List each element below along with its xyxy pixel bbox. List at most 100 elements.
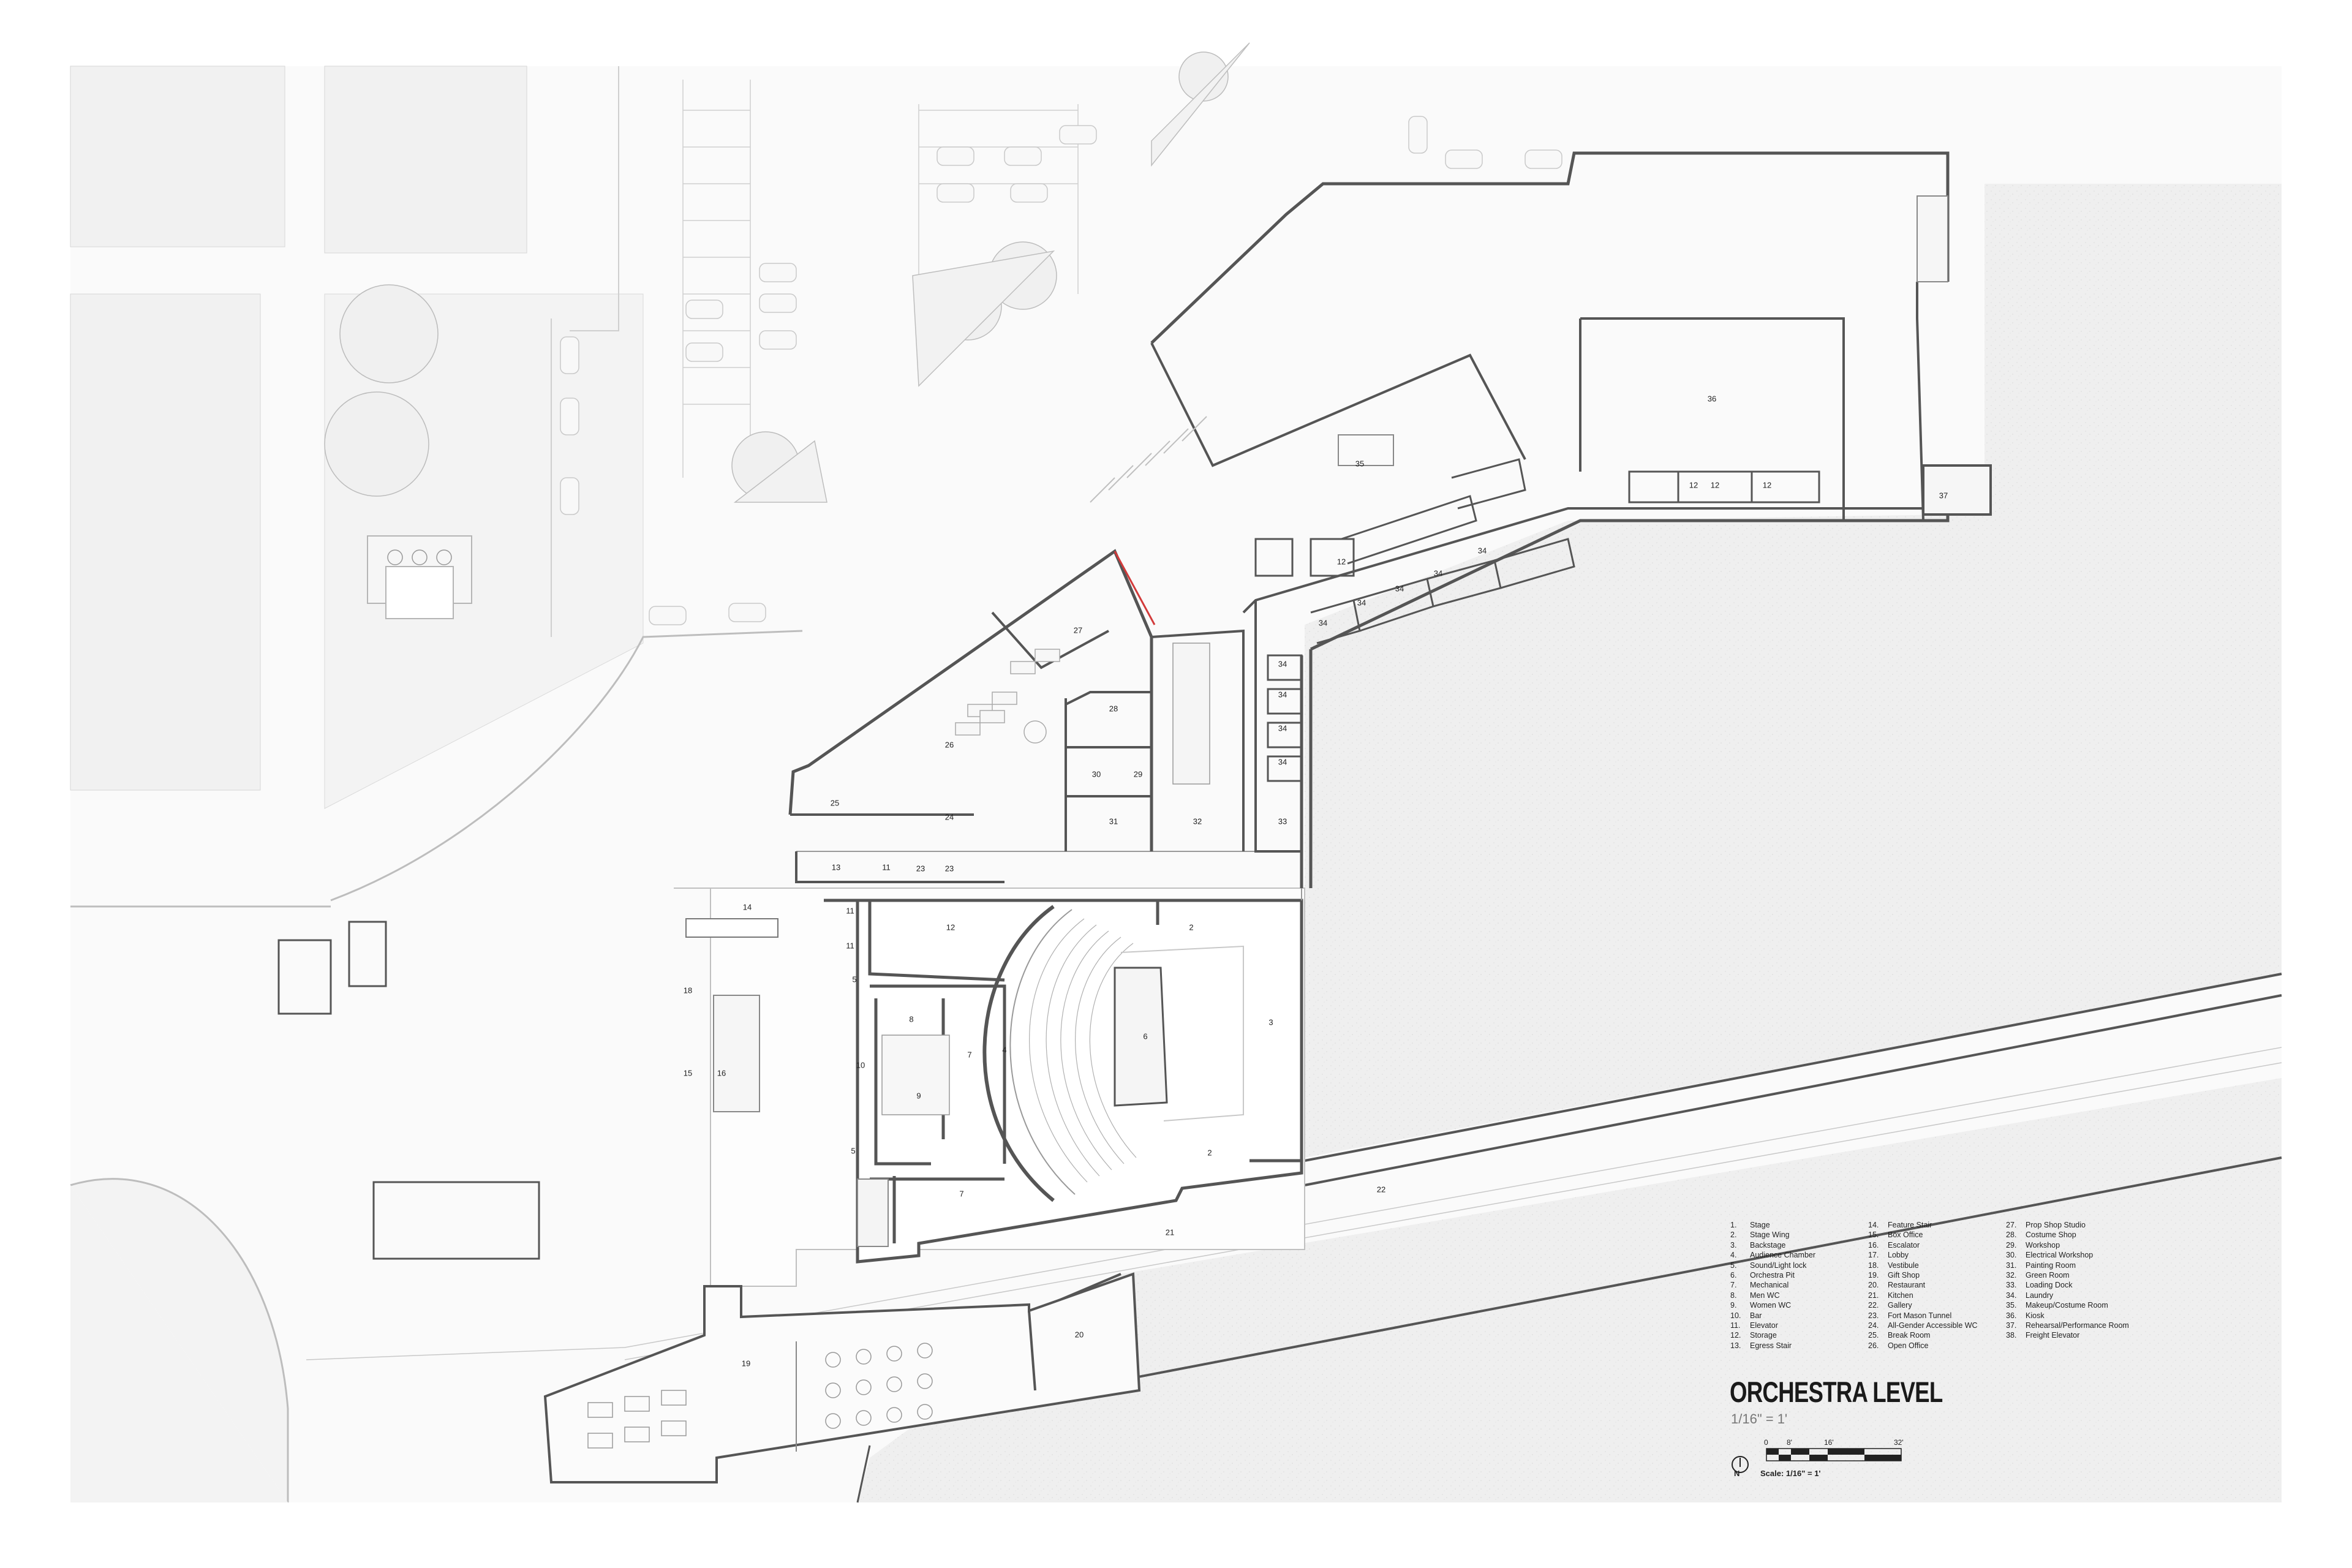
legend-item: 3.Backstage (1730, 1240, 1868, 1250)
room-tag-34f: 34 (1357, 598, 1366, 607)
legend-item-number: 11. (1730, 1321, 1741, 1330)
legend-item-name: All-Gender Accessible WC (1888, 1321, 1978, 1330)
legend-item-number: 9. (1730, 1301, 1737, 1310)
legend-item-number: 23. (1868, 1311, 1879, 1320)
legend-item-name: Stage Wing (1750, 1231, 1790, 1240)
legend-item: 37.Rehearsal/Performance Room (2006, 1321, 2165, 1330)
office-wing-outline (788, 549, 1153, 851)
legend-item: 21.Kitchen (1868, 1291, 2006, 1300)
green-room-walls (1151, 629, 1245, 851)
legend-item-name: Fort Mason Tunnel (1888, 1311, 1952, 1320)
legend-item-name: Gallery (1888, 1301, 1912, 1310)
room-tag-34i: 34 (1478, 546, 1487, 555)
legend-item-name: Freight Elevator (2026, 1331, 2080, 1340)
legend-item-number: 16. (1868, 1240, 1879, 1250)
room-tag-34g: 34 (1395, 584, 1404, 593)
legend-item: 5.Sound/Light lock (1730, 1261, 1868, 1270)
legend-item-name: Box Office (1888, 1231, 1923, 1240)
legend-item-name: Painting Room (2026, 1261, 2076, 1270)
legend-item-name: Sound/Light lock (1750, 1261, 1807, 1270)
room-tag-10: 10 (856, 1060, 865, 1069)
legend-item-number: 3. (1730, 1240, 1737, 1250)
wc-fixtures (881, 1035, 950, 1115)
room-tag-34b: 34 (1278, 690, 1287, 699)
legend-item-number: 21. (1868, 1291, 1879, 1300)
legend-item: 27. Prop Shop Studio (2006, 1220, 2165, 1230)
stage-edge (1120, 945, 1244, 1121)
site-block-w (70, 293, 261, 791)
room-tag-2b: 2 (1207, 1148, 1212, 1157)
legend-item-number: 17. (1868, 1251, 1879, 1260)
legend-item-number: 35. (2006, 1301, 2017, 1310)
audience-chamber-wall (982, 905, 1055, 1202)
room-tag-28: 28 (1109, 704, 1118, 713)
legend-item: 15.Box Office (1868, 1230, 2006, 1240)
legend-item-name: Break Room (1888, 1331, 1931, 1340)
room-tag-20: 20 (1075, 1330, 1084, 1339)
legend-item-number: 31. (2006, 1261, 2017, 1270)
room-tag-4: 4 (1002, 1045, 1006, 1054)
legend-item-name: Costume Shop (2026, 1231, 2076, 1240)
legend-item-number: 38. (2006, 1331, 2017, 1340)
legend-item: 6.Orchestra Pit (1730, 1270, 1868, 1280)
legend-item: 11. Elevator (1730, 1321, 1868, 1330)
legend-item-name: Stage (1750, 1221, 1770, 1229)
room-tag-22: 22 (1377, 1185, 1385, 1194)
room-tag-15: 15 (684, 1068, 692, 1077)
legend-item: 18.Vestibule (1868, 1261, 2006, 1270)
legend-item-name: Green Room (2026, 1271, 2070, 1280)
legend-item-name: Prop Shop Studio (2026, 1221, 2086, 1229)
site-block-n (324, 66, 527, 254)
room-tag-33: 33 (1278, 816, 1287, 826)
room-tag-2: 2 (1189, 922, 1193, 932)
legend-item-name: Feature Stair (1888, 1221, 1932, 1229)
legend-item: 33.Loading Dock (2006, 1280, 2165, 1290)
legend-item: 38. Freight Elevator (2006, 1330, 2165, 1340)
legend-item-number: 13. (1730, 1341, 1741, 1350)
escalator (713, 995, 760, 1112)
legend-item-number: 26. (1868, 1341, 1879, 1350)
legend-item-number: 37. (2006, 1321, 2017, 1330)
room-tag-29: 29 (1134, 769, 1142, 778)
legend-item-number: 24. (1868, 1321, 1879, 1330)
legend-item: 19.Gift Shop (1868, 1270, 2006, 1280)
ne-building-outline (1150, 151, 1950, 344)
room-tag-18: 18 (684, 986, 692, 995)
legend-item-number: 27. (2006, 1221, 2017, 1229)
legend-item-number: 10. (1730, 1311, 1741, 1320)
legend-item-name: Men WC (1750, 1291, 1780, 1300)
legend-item-name: Workshop (2026, 1240, 2060, 1250)
pier-area-north (1948, 184, 2282, 466)
room-tag-32: 32 (1193, 816, 1202, 826)
legend-item-name: Elevator (1750, 1321, 1778, 1330)
parked-cars (560, 116, 1562, 625)
freight-elevator (1922, 464, 1992, 516)
site-pool (372, 1181, 540, 1260)
room-tag-34e: 34 (1319, 618, 1327, 627)
room-tag-12b: 12 (1337, 557, 1346, 566)
corridor-rooms (1254, 458, 1575, 644)
restaurant-tables (587, 1343, 933, 1449)
room-tag-25: 25 (831, 798, 839, 807)
legend-item-name: Egress Stair (1750, 1341, 1792, 1350)
scale-tick-8: 8' (1787, 1438, 1792, 1447)
legend-item-name: Lobby (1888, 1251, 1909, 1260)
legend-item: 28.Costume Shop (2006, 1230, 2165, 1240)
room-tag-9: 9 (916, 1091, 921, 1100)
legend-item-number: 14. (1868, 1221, 1879, 1229)
legend-item: 22.Gallery (1868, 1300, 2006, 1310)
room-tag-30: 30 (1092, 769, 1101, 778)
room-tag-5: 5 (852, 974, 856, 984)
legend-item-number: 2. (1730, 1231, 1737, 1240)
legend-item-name: Audience Chamber (1750, 1251, 1816, 1260)
legend-item: 10.Bar (1730, 1311, 1868, 1321)
legend-item: 25.Break Room (1868, 1330, 2006, 1340)
room-tag-7b: 7 (959, 1189, 963, 1198)
site-planter-a (277, 939, 332, 1015)
legend-item-number: 19. (1868, 1271, 1879, 1280)
legend-item: 13. Egress Stair (1730, 1341, 1868, 1351)
legend-item-name: Open Office (1888, 1341, 1929, 1350)
